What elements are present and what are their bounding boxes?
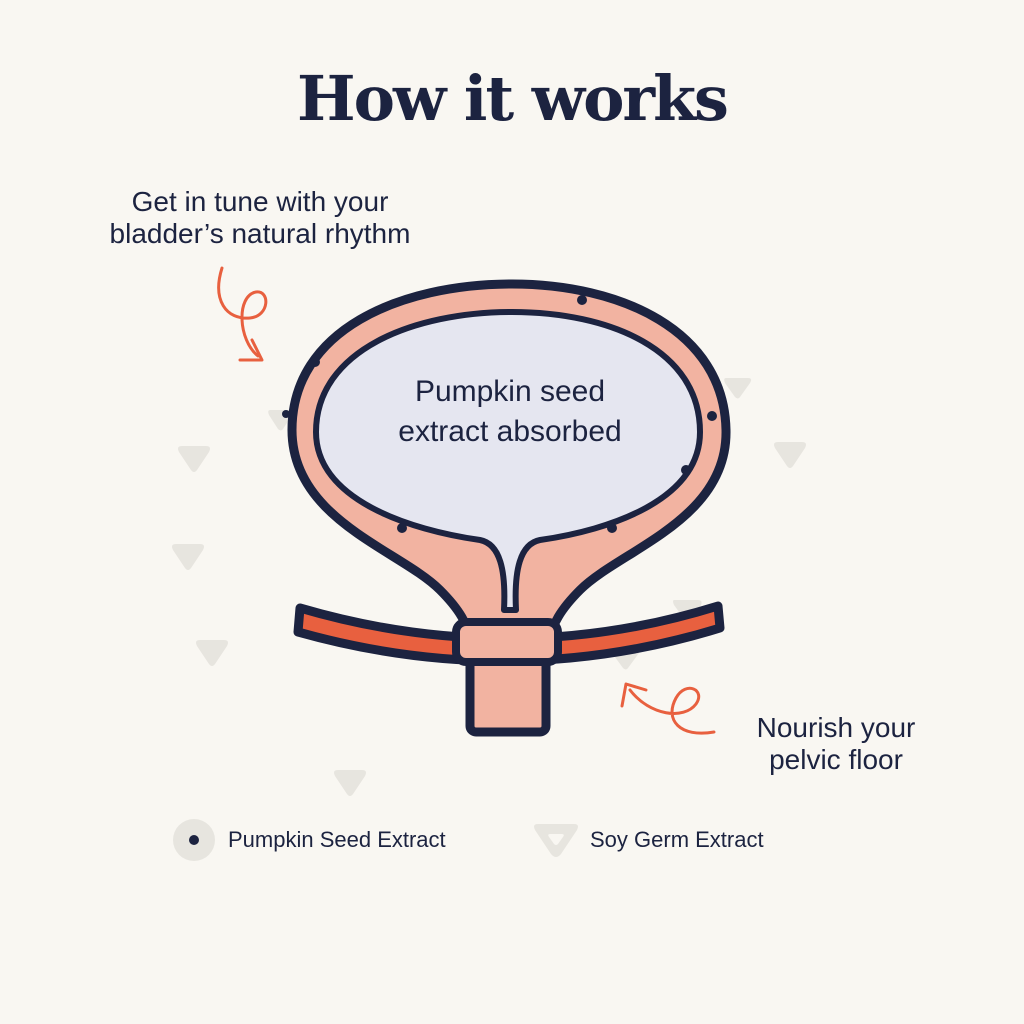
pelvic-floor-callout-line-2: pelvic floor	[769, 744, 903, 775]
pumpkin-dot-icon	[577, 295, 587, 305]
legend-label-soy: Soy Germ Extract	[590, 827, 764, 852]
rhythm-callout: Get in tune with your bladder’s natural …	[60, 186, 460, 250]
rhythm-callout-line-2: bladder’s natural rhythm	[109, 218, 411, 249]
bladder-label-line-2: extract absorbed	[398, 415, 622, 448]
legend-item-pumpkin: Pumpkin Seed Extract	[172, 818, 446, 862]
soy-marker-icon	[196, 640, 228, 666]
bladder-label: Pumpkin seed extract absorbed	[360, 372, 660, 452]
soy-marker-icon	[178, 446, 210, 472]
pumpkin-dot-icon	[172, 818, 216, 862]
rhythm-callout-line-1: Get in tune with your	[131, 186, 389, 217]
pumpkin-dot-icon	[310, 357, 320, 367]
pumpkin-dot-icon	[607, 523, 617, 533]
legend-item-soy: Soy Germ Extract	[534, 818, 764, 862]
pumpkin-dot-icon	[397, 523, 407, 533]
rounded-triangle-icon	[534, 818, 578, 862]
bladder-label-line-1: Pumpkin seed	[414, 375, 606, 408]
page-title: How it works	[297, 62, 729, 135]
bladder-interior	[313, 309, 703, 613]
pelvic-floor-callout-line-1: Nourish your	[756, 712, 916, 743]
pumpkin-dot-icon	[681, 465, 691, 475]
pumpkin-seed-dots	[282, 295, 717, 533]
soy-marker-icon	[774, 442, 806, 468]
soy-marker-icon	[334, 770, 366, 796]
pelvic-floor-callout: Nourish your pelvic floor	[716, 712, 956, 776]
pumpkin-dot-icon	[707, 411, 717, 421]
soy-marker-icon	[172, 544, 204, 570]
sphincter-ring	[452, 618, 562, 666]
pelvic-floor-band	[293, 601, 725, 666]
curly-arrow-top-icon	[217, 266, 268, 358]
curly-arrow-bottom-icon	[628, 686, 716, 735]
curly-arrow-top-head-icon	[238, 338, 264, 362]
legend-label-pumpkin: Pumpkin Seed Extract	[228, 827, 446, 852]
pumpkin-dot-icon	[282, 410, 290, 418]
curly-arrow-bottom-head-icon	[620, 682, 648, 708]
soy-marker-icon	[724, 378, 752, 399]
